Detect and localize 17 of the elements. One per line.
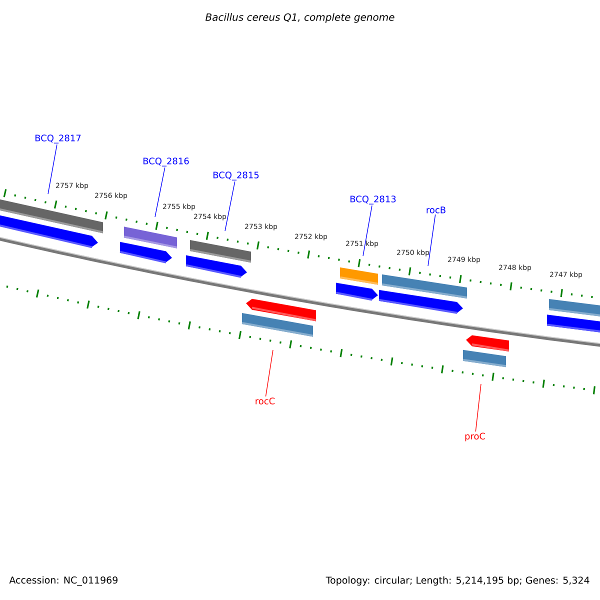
gene-label: rocC: [256, 398, 275, 404]
leader-line: [475, 384, 482, 432]
gene-label: BCQ_2813: [350, 196, 396, 204]
gene-label: BCQ_2815: [213, 172, 259, 180]
leader-line: [154, 167, 166, 218]
gene-label: proC: [465, 432, 486, 442]
gene-label: rocB: [426, 206, 446, 214]
accession-text: Accession: NC_011969: [9, 576, 118, 586]
gene-label: BCQ_2816: [143, 158, 189, 166]
leader-line: [428, 214, 436, 266]
leader-line: [362, 205, 372, 256]
leader-line: [265, 350, 274, 397]
leader-line: [224, 181, 236, 232]
title: Bacillus cereus Q1, complete genome: [206, 13, 394, 23]
genome-info-text: Topology: circular; Length: 5,214,195 bp; Genes: 5,324: [326, 576, 590, 586]
leader-line: [48, 144, 58, 194]
gene-label: BCQ_2817: [35, 134, 81, 144]
